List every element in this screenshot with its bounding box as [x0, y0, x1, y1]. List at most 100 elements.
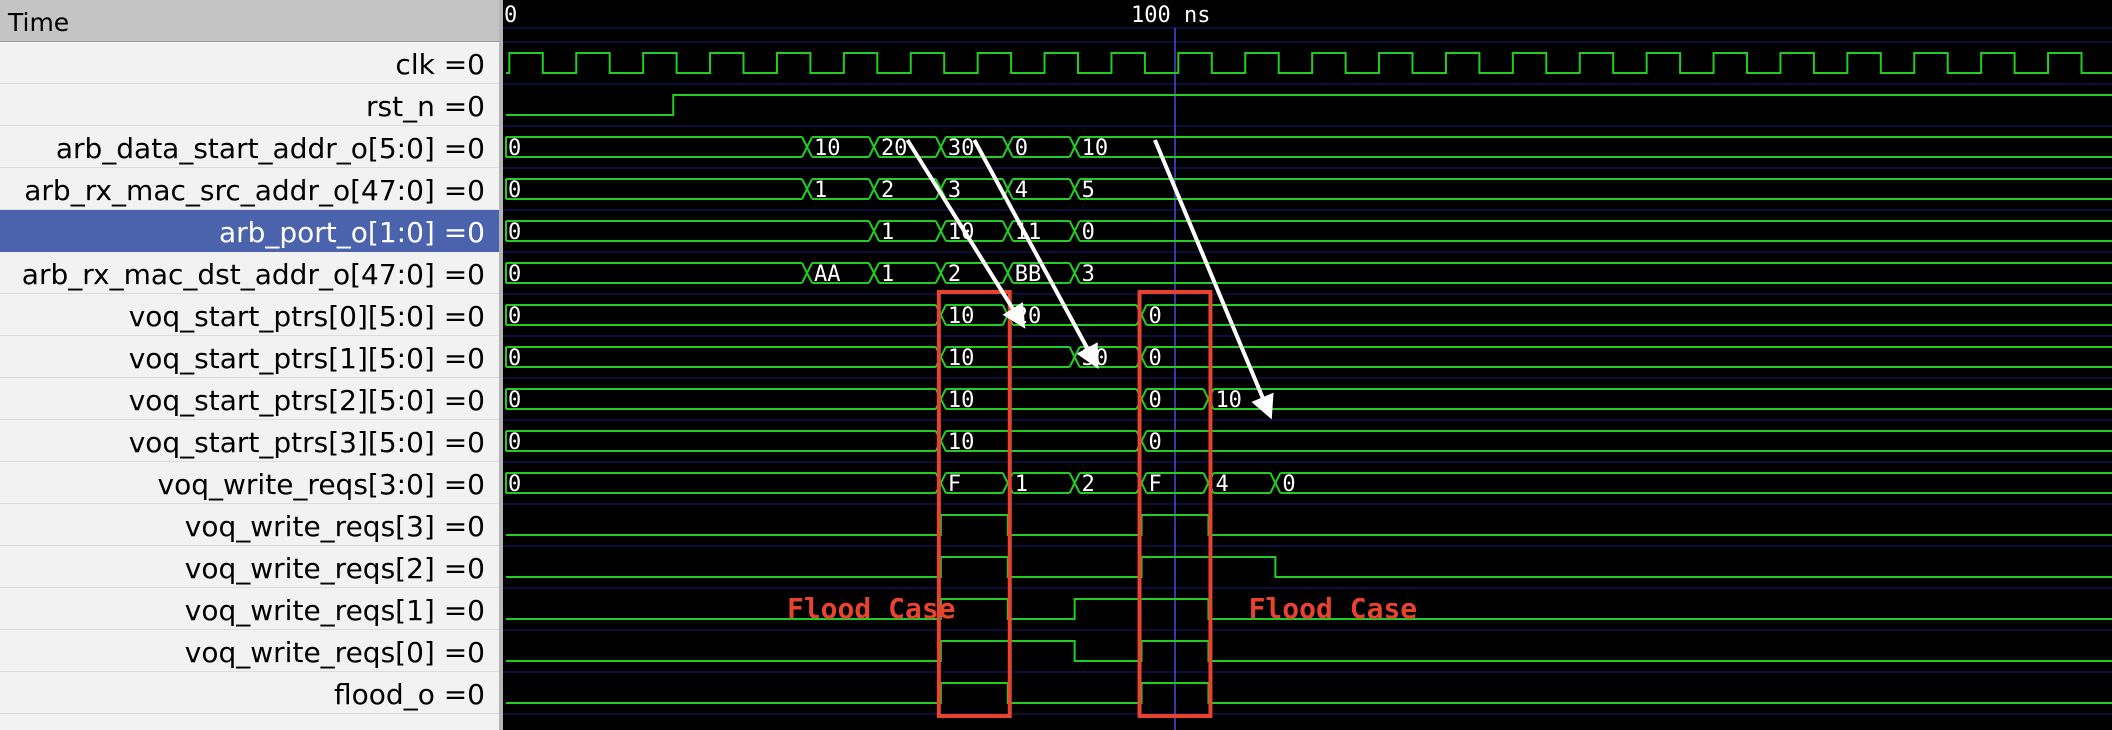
bus-segment [505, 178, 813, 200]
signal-row[interactable]: voq_start_ptrs[0][5:0] =0 [0, 294, 499, 336]
wave-rst_n [506, 94, 2112, 116]
bus-value-label: 1 [881, 262, 894, 287]
signal-name: arb_data_start_addr_o[5:0] =0 [55, 132, 485, 165]
signal-row[interactable]: voq_start_ptrs[1][5:0] =0 [0, 336, 499, 378]
bus-segment [945, 430, 1148, 452]
pane-splitter[interactable] [499, 0, 503, 730]
bus-value-label: 10 [1215, 388, 1242, 413]
bus-value-label: 20 [881, 136, 908, 161]
bus-segment [1012, 220, 1081, 242]
bus-value-label: 10 [948, 304, 975, 329]
bus-segment [945, 262, 1014, 284]
bus-segment [1079, 220, 2112, 242]
bus-value-label: 0 [508, 430, 521, 455]
bus-segment [812, 136, 880, 158]
bus-value-label: 0 [508, 262, 521, 287]
bus-value-label: 2 [881, 178, 894, 203]
bus-value-label: 0 [1149, 388, 1162, 413]
wave-voq_write_reqs-3- [506, 514, 2112, 536]
signal-row[interactable]: voq_write_reqs[0] =0 [0, 630, 499, 672]
signal-row[interactable]: voq_write_reqs[1] =0 [0, 588, 499, 630]
bus-segment [505, 388, 947, 410]
bus-segment [505, 346, 947, 368]
signal-row[interactable]: arb_rx_mac_src_addr_o[47:0] =0 [0, 168, 499, 210]
time-column-header: Time [0, 0, 499, 42]
signal-row[interactable]: voq_write_reqs[2] =0 [0, 546, 499, 588]
flood-case-box-1 [936, 290, 1012, 718]
signal-row[interactable]: voq_start_ptrs[2][5:0] =0 [0, 378, 499, 420]
flood-case-label-2: Flood Case [1249, 592, 1418, 625]
bus-value-label: 1 [814, 178, 827, 203]
signal-row[interactable]: arb_data_start_addr_o[5:0] =0 [0, 126, 499, 168]
signal-name: arb_rx_mac_dst_addr_o[47:0] =0 [21, 258, 485, 291]
bus-value-label: 4 [1215, 472, 1228, 497]
signal-row[interactable]: arb_rx_mac_dst_addr_o[47:0] =0 [0, 252, 499, 294]
signal-name: voq_start_ptrs[1][5:0] =0 [128, 342, 485, 375]
signal-name: voq_write_reqs[3:0] =0 [157, 468, 485, 501]
bus-value-label: 5 [1082, 178, 1095, 203]
wave-clk [506, 52, 2112, 74]
signal-row[interactable]: rst_n =0 [0, 84, 499, 126]
time-start-label: 0 [504, 3, 517, 28]
bus-value-label: BB [1015, 262, 1042, 287]
bus-value-label: 1 [1015, 472, 1028, 497]
bus-value-label: F [1149, 472, 1162, 497]
bus-value-label: 0 [1149, 430, 1162, 455]
signal-row[interactable]: flood_o =0 [0, 672, 499, 714]
signal-row[interactable]: voq_write_reqs[3] =0 [0, 504, 499, 546]
time-header-label: Time [8, 8, 70, 37]
bus-segment [878, 262, 947, 284]
bus-segment [945, 472, 1014, 494]
bus-segment [878, 220, 947, 242]
bus-value-label: 4 [1015, 178, 1028, 203]
bus-value-label: 3 [1082, 262, 1095, 287]
signal-name: arb_rx_mac_src_addr_o[47:0] =0 [24, 174, 485, 207]
bus-value-label: 10 [814, 136, 841, 161]
bus-segment [1146, 388, 1215, 410]
bus-segment [1213, 388, 2112, 410]
signal-name: voq_start_ptrs[0][5:0] =0 [128, 300, 485, 333]
grid-lines [503, 27, 2112, 715]
clock-trace [506, 52, 2112, 74]
bus-segment [1012, 472, 1081, 494]
bus-segment [505, 136, 813, 158]
signal-name: voq_write_reqs[1] =0 [184, 594, 485, 627]
bus-value-label: 0 [1149, 304, 1162, 329]
bus-segment [1146, 472, 1215, 494]
bus-segment [878, 136, 947, 158]
bus-value-label: 3 [948, 178, 961, 203]
bus-segment [812, 178, 880, 200]
bus-value-label: 0 [508, 136, 521, 161]
bus-segment [945, 346, 1081, 368]
bus-segment [812, 262, 880, 284]
bus-segment [505, 304, 947, 326]
bus-value-label: 0 [1282, 472, 1295, 497]
bus-value-label: 10 [948, 388, 975, 413]
signal-name: voq_start_ptrs[3][5:0] =0 [128, 426, 485, 459]
bus-segment [1012, 136, 1081, 158]
bus-segment [945, 178, 1014, 200]
bus-value-label: 0 [508, 304, 521, 329]
signal-row[interactable]: voq_start_ptrs[3][5:0] =0 [0, 420, 499, 462]
signal-name: flood_o =0 [334, 678, 485, 711]
bus-segment [1213, 472, 1282, 494]
signal-row[interactable]: clk =0 [0, 42, 499, 84]
signal-row[interactable]: arb_port_o[1:0] =0 [0, 210, 499, 252]
bus-segment [1079, 178, 2112, 200]
bit-trace [506, 514, 2112, 536]
bus-value-label: 0 [508, 346, 521, 371]
signal-name: voq_start_ptrs[2][5:0] =0 [128, 384, 485, 417]
flood-case-box-2 [1137, 290, 1213, 718]
signal-row[interactable]: voq_write_reqs[3:0] =0 [0, 462, 499, 504]
wave-voq_start_ptrs-1--5-0-: 010300 [505, 346, 2112, 371]
time-marker-label: 100 ns [1131, 3, 1210, 28]
bus-segment [945, 220, 1014, 242]
annotation-arrow-1 [905, 138, 1026, 329]
signal-name: clk =0 [395, 48, 485, 81]
bus-value-label: 0 [508, 220, 521, 245]
bus-segment [505, 220, 880, 242]
bus-value-label: 1 [881, 220, 894, 245]
